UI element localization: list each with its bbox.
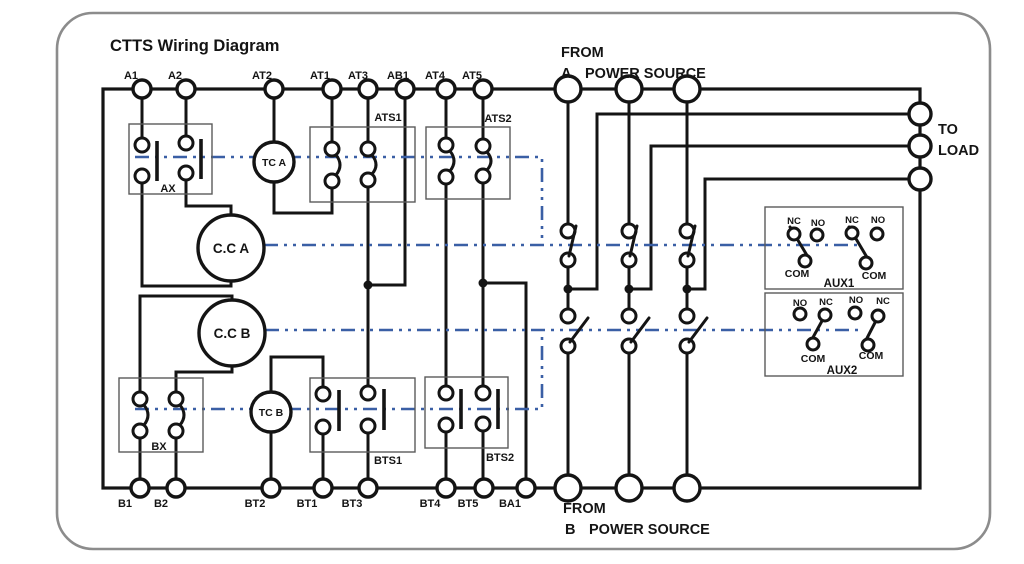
terminal-at4	[435, 78, 457, 100]
ax-label: AX	[160, 183, 176, 195]
terminal-b1	[129, 477, 151, 499]
terminal-ab1	[394, 78, 416, 100]
open-contact-bars	[155, 139, 500, 431]
from-b-word1: FROM	[563, 501, 606, 517]
terminal-ba1	[515, 477, 537, 499]
ats2-label: ATS2	[484, 113, 511, 125]
to-load-word1: TO	[938, 122, 958, 138]
terminal-bt1	[312, 477, 334, 499]
terminal-bt5-label: BT5	[458, 498, 479, 510]
aux2-no1-label: NO	[793, 298, 807, 309]
terminal-at2	[263, 78, 285, 100]
cc-b-coil	[197, 298, 267, 368]
aux1-switches	[786, 225, 885, 271]
tc-a-coil	[252, 140, 296, 184]
terminal-a2	[175, 78, 197, 100]
terminal-ba1-label: BA1	[499, 498, 521, 510]
aux1-no1-label: NO	[811, 218, 825, 229]
ats1-label: ATS1	[374, 112, 401, 124]
cc-a-coil	[196, 213, 266, 283]
from-a-word3: POWER SOURCE	[585, 66, 706, 82]
tc-a-label: TC A	[262, 157, 287, 169]
junction-dots	[363, 278, 692, 294]
aux2-switches	[792, 305, 886, 353]
aux2-com1-label: COM	[801, 353, 826, 365]
terminal-a1	[131, 78, 153, 100]
outer-border	[55, 11, 992, 551]
component-boxes	[118, 123, 904, 453]
bottom-terminals	[129, 477, 537, 499]
aux1-label: AUX1	[824, 278, 855, 290]
terminal-at1-label: AT1	[310, 70, 330, 82]
terminal-at5	[472, 78, 494, 100]
terminal-at5-label: AT5	[462, 70, 482, 82]
terminal-bt2-label: BT2	[245, 498, 266, 510]
terminal-b2-label: B2	[154, 498, 168, 510]
ats1-box	[309, 126, 416, 203]
terminal-bt1-label: BT1	[297, 498, 318, 510]
terminal-bt4-label: BT4	[420, 498, 442, 510]
ax-box	[128, 123, 213, 195]
aux2-label: AUX2	[827, 365, 858, 377]
terminal-a1-label: A1	[124, 70, 138, 82]
tc-b-label: TC B	[259, 407, 284, 419]
terminal-bt5	[473, 477, 495, 499]
bts1-label: BTS1	[374, 455, 402, 467]
terminal-at1	[321, 78, 343, 100]
terminal-bt3	[357, 477, 379, 499]
bx-box	[118, 377, 204, 453]
from-a-word2: A	[561, 66, 572, 82]
terminal-bt4	[435, 477, 457, 499]
aux2-nc2-label: NC	[876, 296, 890, 307]
wires-transfer-columns	[566, 100, 911, 477]
terminal-at4-label: AT4	[425, 70, 446, 82]
tc-b-coil	[249, 390, 293, 434]
aux1-com2-label: COM	[862, 270, 887, 282]
terminal-b2	[165, 477, 187, 499]
cc-a-label: C.C A	[213, 241, 249, 256]
from-a-terminals	[553, 74, 702, 104]
terminal-b1-label: B1	[118, 498, 132, 510]
aux2-nc1-label: NC	[819, 297, 833, 308]
aux2-no2-label: NO	[849, 295, 863, 306]
bts2-box	[424, 376, 509, 449]
ats2-box	[425, 126, 511, 200]
aux1-no2-label: NO	[871, 215, 885, 226]
wires-left-section	[138, 96, 234, 481]
to-load-terminals	[907, 101, 933, 192]
aux2-com2-label: COM	[859, 350, 884, 362]
diagram-title: CTTS Wiring Diagram	[110, 37, 279, 55]
from-b-terminals	[553, 473, 702, 503]
aux1-box	[764, 206, 904, 290]
switch-levers	[142, 149, 709, 427]
terminal-at2-label: AT2	[252, 70, 272, 82]
aux2-box	[764, 292, 904, 377]
bts2-label: BTS2	[486, 452, 514, 464]
contact-circles	[131, 134, 696, 440]
wires-tc-ats-column	[269, 96, 407, 481]
aux1-nc2-label: NC	[845, 215, 859, 226]
from-b-word3: POWER SOURCE	[589, 522, 710, 538]
top-terminals	[131, 78, 494, 100]
to-load-word2: LOAD	[938, 143, 979, 159]
terminal-bt2	[260, 477, 282, 499]
terminal-at3-label: AT3	[348, 70, 368, 82]
terminal-bt3-label: BT3	[342, 498, 363, 510]
coil-circles	[196, 140, 296, 434]
from-a-word1: FROM	[561, 45, 604, 61]
bx-label: BX	[151, 441, 167, 453]
bts1-box	[309, 377, 416, 453]
terminal-frame	[101, 87, 922, 490]
from-b-word2: B	[565, 522, 575, 538]
terminal-ab1-label: AB1	[387, 70, 409, 82]
terminal-at3	[357, 78, 379, 100]
aux1-nc1-label: NC	[787, 216, 801, 227]
cc-b-label: C.C B	[214, 326, 251, 341]
aux1-com1-label: COM	[785, 268, 810, 280]
terminal-a2-label: A2	[168, 70, 182, 82]
